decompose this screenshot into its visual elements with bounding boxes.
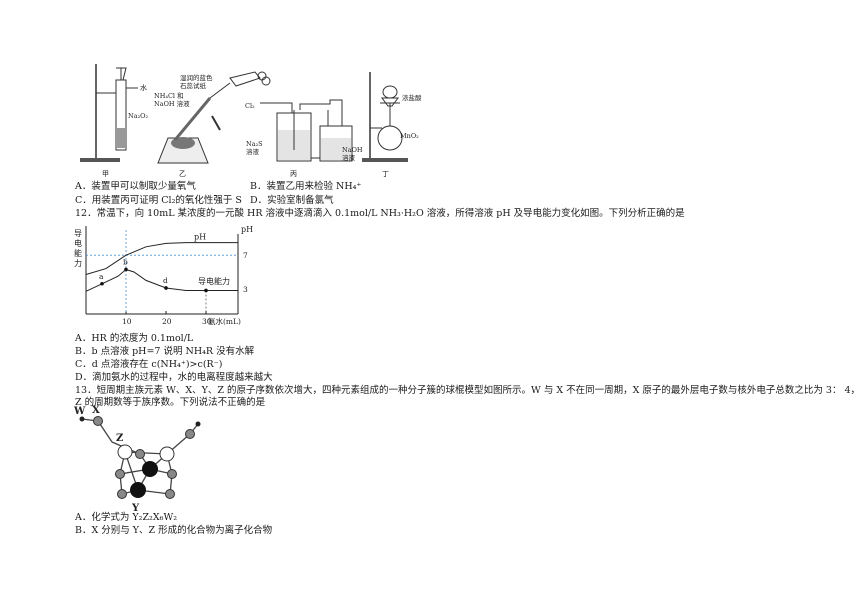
- x-tick-label: 20: [162, 317, 172, 326]
- bing-left-sol-2: 溶液: [246, 147, 260, 156]
- label-y: Y: [131, 503, 140, 514]
- q11-option-c: C．用装置丙可证明 Cl₂的氧化性强于 S: [75, 195, 242, 206]
- atom-w-right: [195, 421, 201, 427]
- conductivity-curve: [85, 268, 238, 292]
- label-z: Z: [116, 433, 123, 444]
- q13-option-b: B．X 分别与 Y、Z 形成的化合物为离子化合物: [75, 525, 273, 536]
- jia-reagent-label: Na₂O₂: [128, 112, 148, 120]
- x-tick-label: 30: [202, 317, 212, 326]
- apparatus-bing: [260, 99, 353, 162]
- q11-option-d: D．实验室制备氯气: [250, 195, 334, 206]
- y-left-label-char: 电: [74, 238, 82, 248]
- jia-water-label: 水: [140, 83, 147, 92]
- label-w: W: [73, 406, 86, 417]
- atom-x-right: [185, 429, 195, 439]
- data-point-label: b: [123, 257, 128, 266]
- bing-gas-label: Cl₂: [245, 102, 255, 110]
- yi-paper-label-1: 湿润的蓝色: [180, 73, 213, 82]
- atom-x-6: [117, 489, 127, 499]
- q13-stem-line1: 13．短周期主族元素 W、X、Y、Z 的原子序数依次增大，四种元素组成的一种分子…: [75, 385, 860, 396]
- bing-right-sol-1: NaOH: [342, 146, 363, 154]
- label-x: X: [92, 405, 100, 416]
- caption-jia: 甲: [102, 170, 109, 178]
- y-right-label: pH: [241, 225, 253, 234]
- data-point-label: a: [99, 272, 104, 281]
- data-point: [204, 288, 208, 293]
- data-point: [100, 281, 104, 286]
- atom-z-2: [159, 446, 175, 462]
- atom-x-7: [165, 489, 175, 499]
- q12-option-a: A．HR 的浓度为 0.1mol/L: [75, 333, 194, 344]
- atom-x-3: [135, 449, 145, 459]
- x-tick-label: 10: [122, 317, 132, 326]
- q12-option-b: B．b 点溶液 pH=7 说明 NH₄R 没有水解: [75, 346, 255, 357]
- ph-tick-label: 7: [243, 251, 248, 260]
- atom-x-5: [167, 469, 177, 479]
- y-left-label-char: 能: [74, 248, 82, 258]
- q12-option-c: C．d 点溶液存在 c(NH₄⁺)>c(R⁻): [75, 359, 223, 370]
- conductivity-series-label: 导电能力: [198, 276, 230, 286]
- data-point-label: d: [163, 276, 168, 285]
- caption-ding: 丁: [382, 170, 389, 178]
- y-left-label-char: 力: [74, 258, 82, 268]
- apparatus-ding: [362, 72, 408, 162]
- ding-acid-label: 浓盐酸: [402, 93, 422, 102]
- atom-x-4: [115, 469, 125, 479]
- ding-reagent-label: MnO₂: [400, 132, 419, 140]
- y-left-label-char: 导: [74, 229, 82, 238]
- atom-x-left: [93, 416, 103, 426]
- data-point: [124, 267, 128, 272]
- yi-mix-label-1: NH₄Cl 和: [154, 91, 184, 100]
- q11-option-a: A．装置甲可以制取少量氧气: [75, 181, 196, 192]
- q11-option-b: B．装置乙用来检验 NH₄⁺: [250, 181, 362, 192]
- q12-option-d: D．滴加氨水的过程中，水的电离程度越来越大: [75, 372, 273, 383]
- apparatus-figure: 水 Na₂O₂ 湿润的蓝色 石蕊试纸 NH₄Cl 和 NaOH 溶液 Cl₂ N…: [80, 64, 422, 178]
- molecule-model: W X Z Y: [73, 405, 201, 514]
- atom-z-1: [117, 444, 133, 460]
- caption-bing: 丙: [290, 170, 297, 178]
- data-point: [164, 286, 168, 290]
- q12-stem: 12．常温下，向 10mL 某浓度的一元酸 HR 溶液中逐滴滴入 0.1mol/…: [75, 208, 685, 219]
- x-axis-label: 氨水(mL): [208, 316, 241, 326]
- apparatus-yi: [157, 71, 271, 164]
- bing-left-sol-1: Na₂S: [246, 140, 263, 148]
- apparatus-jia: [80, 64, 138, 162]
- atom-y-2: [130, 482, 146, 498]
- yi-paper-label-2: 石蕊试纸: [180, 81, 207, 90]
- ph-series-label: pH: [194, 233, 206, 242]
- bing-right-sol-2: 溶液: [342, 153, 356, 162]
- atom-y-1: [142, 461, 158, 477]
- ph-tick-label: 3: [243, 285, 248, 294]
- q13-option-a: A．化学式为 Y₂Z₂X₆W₂: [75, 512, 178, 523]
- ph-curve: [85, 242, 238, 275]
- caption-yi: 乙: [179, 170, 186, 178]
- atom-w-left: [79, 416, 85, 422]
- yi-mix-label-2: NaOH 溶液: [154, 99, 190, 108]
- q13-stem-line2: Z 的周期数等于族序数。下列说法不正确的是: [75, 397, 266, 408]
